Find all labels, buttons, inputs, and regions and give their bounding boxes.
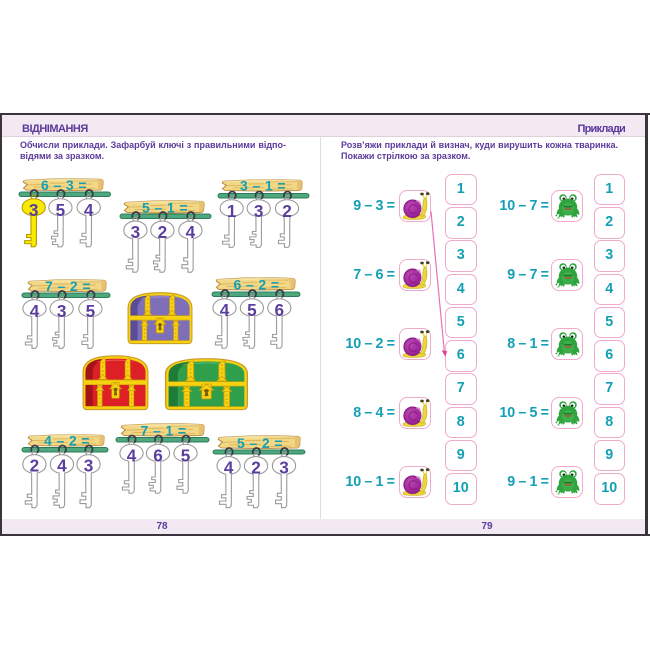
- svg-text:4: 4: [220, 300, 230, 320]
- svg-text:3 – 1 =: 3 – 1 =: [240, 177, 286, 193]
- svg-text:5: 5: [56, 200, 66, 220]
- svg-text:4 – 2 =: 4 – 2 =: [44, 433, 90, 449]
- svg-text:4: 4: [127, 445, 137, 465]
- svg-text:6: 6: [275, 300, 285, 320]
- svg-text:3: 3: [254, 201, 264, 221]
- svg-text:5: 5: [247, 300, 257, 320]
- svg-text:6 – 3 =: 6 – 3 =: [41, 177, 87, 193]
- svg-text:2: 2: [251, 458, 261, 478]
- svg-text:2: 2: [30, 456, 40, 476]
- svg-text:3: 3: [131, 222, 141, 242]
- svg-text:4: 4: [224, 458, 234, 478]
- svg-text:2: 2: [158, 222, 168, 242]
- svg-text:4: 4: [84, 200, 94, 220]
- svg-text:5: 5: [86, 301, 96, 321]
- svg-text:4: 4: [57, 456, 67, 476]
- svg-text:1: 1: [227, 201, 237, 221]
- svg-text:5 – 2 =: 5 – 2 =: [237, 435, 283, 451]
- svg-text:6 – 2 =: 6 – 2 =: [233, 277, 279, 293]
- svg-text:4: 4: [30, 301, 40, 321]
- svg-text:7 – 1 =: 7 – 1 =: [140, 422, 186, 438]
- svg-text:3: 3: [57, 301, 67, 321]
- svg-text:2: 2: [282, 201, 292, 221]
- svg-text:3: 3: [279, 458, 289, 478]
- svg-text:4: 4: [186, 222, 196, 242]
- svg-text:3: 3: [84, 456, 94, 476]
- svg-text:5: 5: [181, 445, 191, 465]
- svg-text:3: 3: [29, 200, 39, 220]
- svg-text:6: 6: [153, 445, 163, 465]
- svg-text:7 – 2 =: 7 – 2 =: [45, 278, 91, 294]
- svg-text:5 – 1 =: 5 – 1 =: [142, 199, 188, 215]
